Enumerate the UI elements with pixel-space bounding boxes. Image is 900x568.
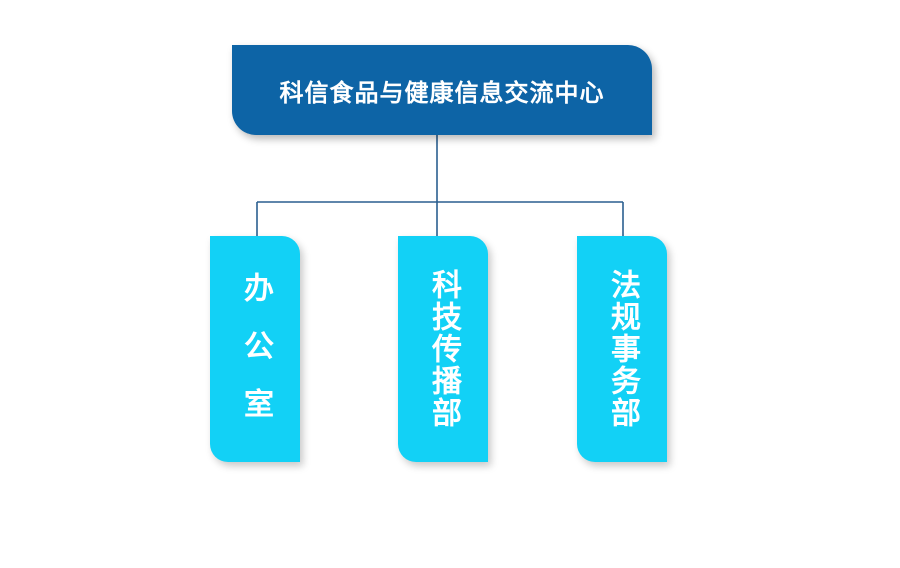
root-node-label: 科信食品与健康信息交流中心 bbox=[279, 78, 605, 107]
dept-node-office: 办公室 bbox=[210, 236, 300, 462]
dept-node-office-label: 办公室 bbox=[238, 272, 273, 446]
dept-node-science-communication-label: 科技传播部 bbox=[426, 269, 461, 429]
dept-node-legal-affairs-label: 法规事务部 bbox=[605, 269, 640, 429]
root-node: 科信食品与健康信息交流中心 bbox=[232, 45, 652, 135]
dept-node-legal-affairs: 法规事务部 bbox=[577, 236, 667, 462]
dept-node-science-communication: 科技传播部 bbox=[398, 236, 488, 462]
